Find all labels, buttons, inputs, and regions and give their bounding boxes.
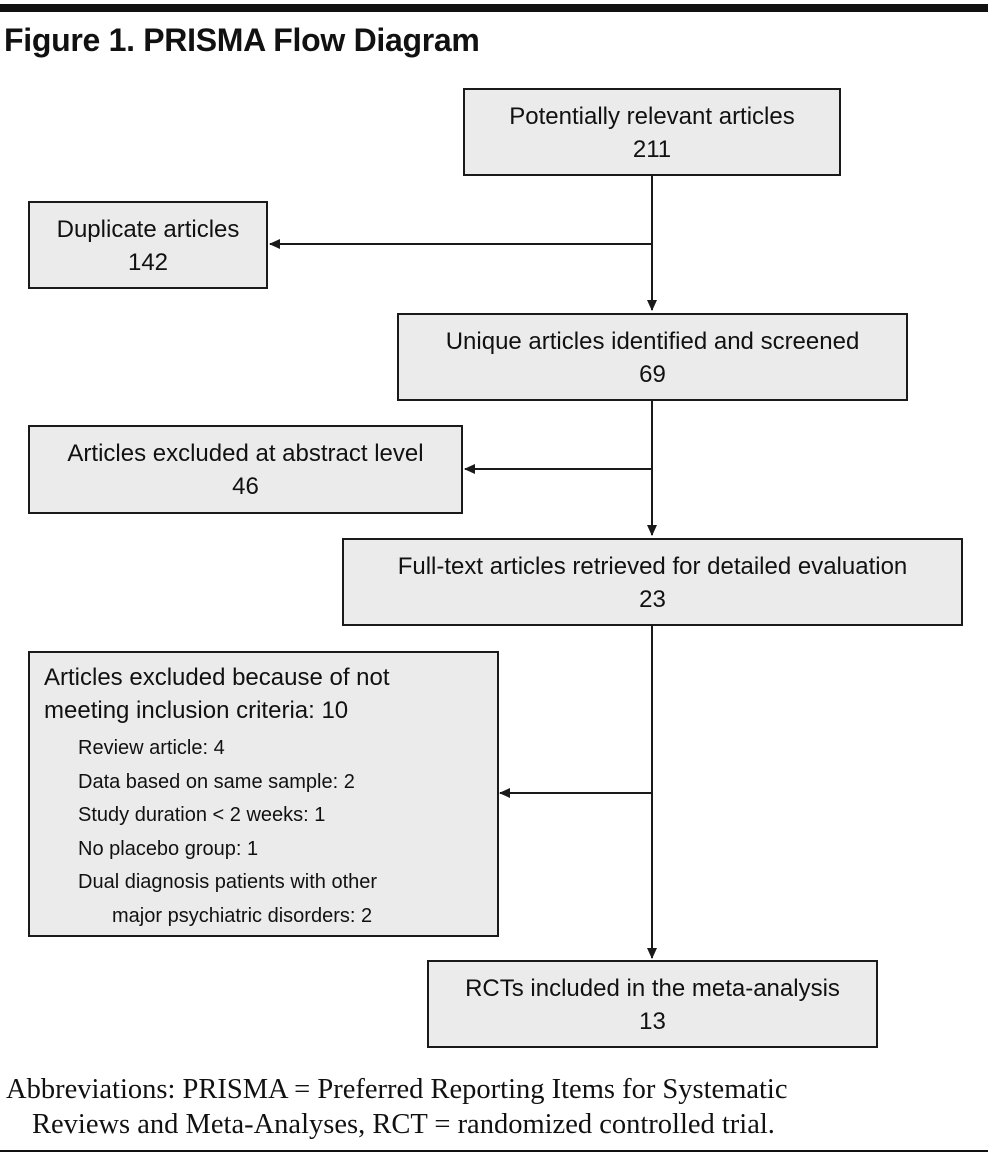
exclusion-reason: No placebo group: 1 xyxy=(78,837,259,860)
excluded-abstract-box: Articles excluded at abstract level 46 xyxy=(28,425,463,514)
included-count: 13 xyxy=(639,1008,666,1035)
exclusion-reasons-list: Review article: 4 Data based on same sam… xyxy=(44,732,487,933)
identified-count: 211 xyxy=(632,136,672,163)
figure-title: Figure 1. PRISMA Flow Diagram xyxy=(4,22,480,58)
identified-label: Potentially relevant articles xyxy=(509,103,795,130)
exclusion-reason: Study duration < 2 weeks: 1 xyxy=(78,804,326,826)
screened-count: 69 xyxy=(639,361,666,388)
bottom-rule xyxy=(0,1150,988,1152)
footnote-line1: Abbreviations: PRISMA = Preferred Report… xyxy=(6,1074,788,1105)
footnote-line2: Reviews and Meta-Analyses, RCT = randomi… xyxy=(32,1109,775,1140)
screened-box: Unique articles identified and screened … xyxy=(397,313,908,401)
identified-box: Potentially relevant articles 211 xyxy=(463,88,841,176)
excluded-abstract-count: 46 xyxy=(232,473,259,500)
duplicates-label: Duplicate articles xyxy=(56,216,240,243)
full-text-label: Full-text articles retrieved for detaile… xyxy=(397,553,908,580)
full-text-count: 23 xyxy=(639,586,666,613)
exclusion-reason: Data based on same sample: 2 xyxy=(78,770,355,793)
included-box: RCTs included in the meta-analysis 13 xyxy=(427,960,878,1048)
excluded-criteria-heading-line2: meeting inclusion criteria: 10 xyxy=(44,697,349,724)
screened-label: Unique articles identified and screened xyxy=(445,328,860,355)
top-rule xyxy=(0,4,988,12)
exclusion-reason: Review article: 4 xyxy=(78,737,225,759)
excluded-abstract-label: Articles excluded at abstract level xyxy=(67,440,424,467)
included-label: RCTs included in the meta-analysis xyxy=(465,975,840,1002)
full-text-box: Full-text articles retrieved for detaile… xyxy=(342,538,963,626)
duplicates-box: Duplicate articles 142 xyxy=(28,201,268,289)
duplicates-count: 142 xyxy=(127,249,169,276)
abbreviations-footnote: Abbreviations: PRISMA = Preferred Report… xyxy=(6,1072,986,1142)
excluded-criteria-box: Articles excluded because of not meeting… xyxy=(28,651,499,937)
exclusion-reason-continuation: major psychiatric disorders: 2 xyxy=(112,904,373,927)
excluded-criteria-heading-line1: Articles excluded because of not xyxy=(44,664,390,691)
